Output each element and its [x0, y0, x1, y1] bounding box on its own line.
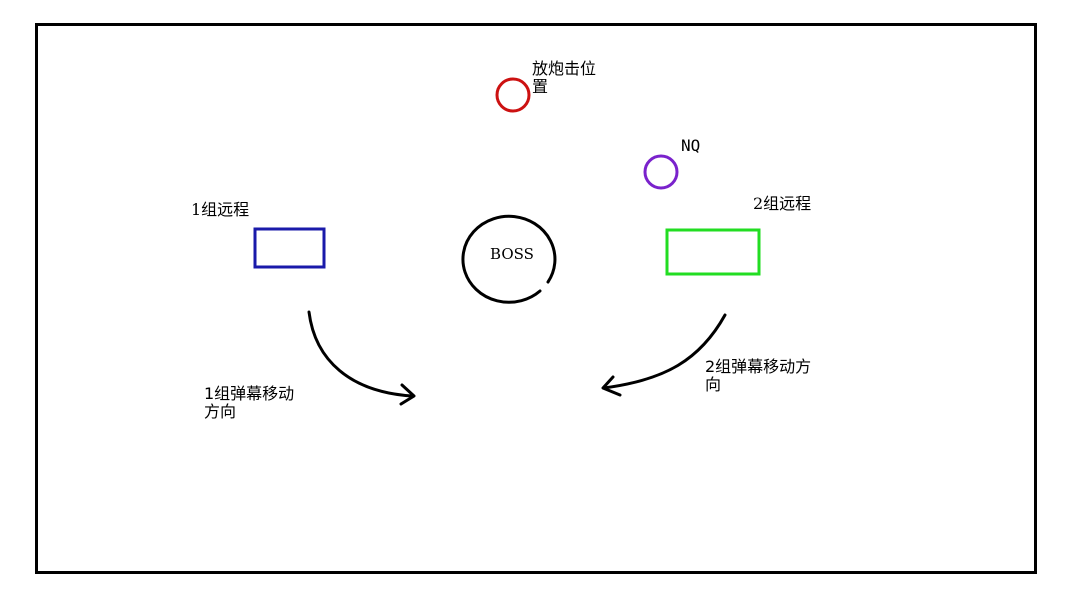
group1-ranged-box [253, 227, 326, 269]
group2-arrowhead [601, 375, 622, 397]
cannon-position-marker [495, 77, 531, 113]
diagram-frame [35, 23, 1037, 574]
group2-barrage-direction-label: 2组弹幕移动方 向 [705, 357, 812, 394]
boss-circle [461, 214, 557, 304]
group2-ranged-label: 2组远程 [753, 194, 812, 213]
cannon-position-label: 放炮击位 置 [532, 59, 597, 96]
nq-marker [643, 154, 679, 190]
nq-label: NQ [681, 136, 701, 155]
group2-barrage-arrow [602, 313, 727, 390]
group1-barrage-direction-label: 1组弹幕移动 方向 [204, 384, 295, 421]
group1-arrowhead [399, 383, 416, 406]
group1-ranged-label: 1组远程 [191, 200, 250, 219]
group2-ranged-box [665, 228, 761, 276]
group1-barrage-arrow [307, 310, 414, 398]
boss-label: BOSS [490, 245, 534, 263]
